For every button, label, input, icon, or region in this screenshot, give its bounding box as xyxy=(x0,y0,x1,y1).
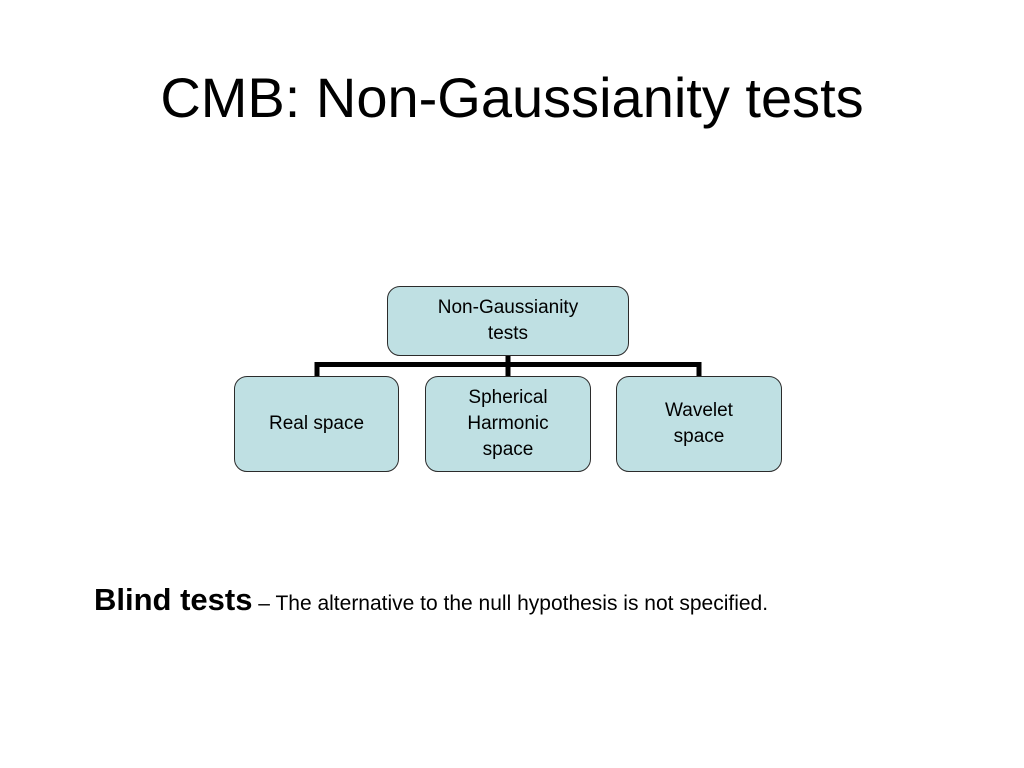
note-separator: – xyxy=(252,592,276,615)
blind-tests-note: Blind tests – The alternative to the nul… xyxy=(94,580,994,624)
blind-tests-definition: The alternative to the null hypothesis i… xyxy=(275,592,769,615)
node-label: Wavelet space xyxy=(665,400,733,447)
node-real-space: Real space xyxy=(234,376,399,472)
node-label: Spherical Harmonic space xyxy=(467,387,549,460)
slide-title: CMB: Non-Gaussianity tests xyxy=(160,66,864,129)
blind-tests-term: Blind tests xyxy=(94,582,253,617)
node-wavelet-space: Wavelet space xyxy=(616,376,782,472)
node-non-gaussianity-tests: Non-Gaussianity tests xyxy=(387,286,629,356)
node-label: Real space xyxy=(268,413,365,434)
node-label: Non-Gaussianity tests xyxy=(437,297,579,344)
node-spherical-harmonic-space: Spherical Harmonic space xyxy=(425,376,591,472)
